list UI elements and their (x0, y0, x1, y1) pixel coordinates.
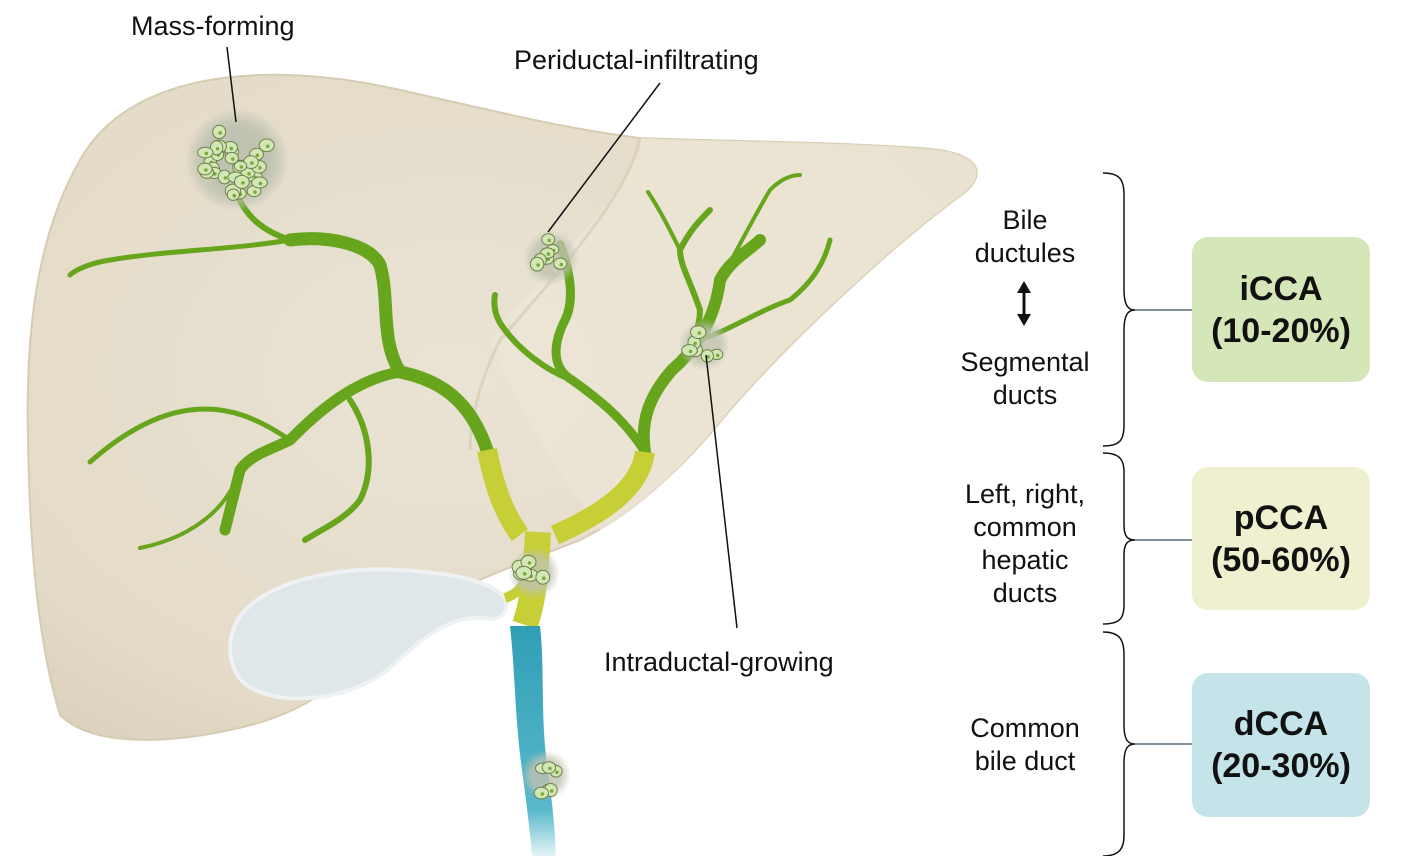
tumor-cell-nucleus (547, 252, 551, 256)
tumor-cell-nucleus (224, 176, 228, 180)
tumor-cell-nucleus (250, 161, 254, 165)
tumor-cell-nucleus (241, 181, 245, 185)
level-line: Segmental (940, 346, 1110, 379)
label-mass-forming: Mass-forming (131, 10, 295, 42)
level-segmental-ducts: Segmental ducts (940, 346, 1110, 412)
distal-duct (510, 626, 556, 856)
level-line: Common (940, 712, 1110, 745)
tumor-cell-nucleus (205, 152, 209, 156)
level-line: ducts (940, 379, 1110, 412)
tumor-cell-nucleus (233, 194, 237, 198)
category-percentage: (10-20%) (1211, 310, 1351, 352)
tumor-cell-nucleus (523, 572, 527, 576)
double-arrow-vertical-icon (1017, 281, 1031, 326)
category-box-pcca: pCCA (50-60%) (1192, 467, 1370, 610)
tumor-cell-nucleus (560, 263, 564, 267)
tumor-cell-nucleus (259, 182, 263, 186)
tumor-intraductal-cells (678, 319, 730, 371)
tumor-cell-nucleus (204, 168, 208, 172)
tumor-cell-nucleus (555, 771, 559, 775)
tumor-distal-cells (521, 750, 571, 800)
category-percentage: (20-30%) (1211, 745, 1351, 787)
tumor-cell-nucleus (550, 789, 554, 793)
tumor-cell-nucleus (216, 147, 220, 151)
tumor-mass-forming-cells (187, 110, 287, 210)
category-box-dcca: dCCA (20-30%) (1192, 673, 1370, 817)
tumor-cell-nucleus (536, 263, 540, 267)
tumor-cell-nucleus (218, 131, 222, 135)
tumor-cell-nucleus (240, 165, 244, 169)
tumor-cell-nucleus (231, 157, 235, 161)
tumor-periductal-cells (523, 230, 579, 286)
label-intraductal-growing: Intraductal-growing (604, 646, 834, 678)
level-line: hepatic (940, 544, 1110, 577)
tumor-cell-nucleus (247, 172, 251, 176)
level-bile-ductules: Bile ductules (940, 204, 1110, 270)
tumor-cell-nucleus (548, 767, 552, 771)
brace-connectors (1135, 310, 1192, 744)
category-percentage: (50-60%) (1211, 539, 1351, 581)
tumor-cell-nucleus (693, 342, 697, 346)
tumor-cell-nucleus (716, 354, 720, 358)
tumor-perihilar-cells (508, 547, 560, 599)
tumor-cell-nucleus (541, 792, 545, 796)
category-name: iCCA (1239, 268, 1322, 310)
level-line: ductules (940, 237, 1110, 270)
category-name: pCCA (1234, 497, 1328, 539)
tumor-cell-nucleus (528, 561, 532, 565)
level-common-bile-duct: Common bile duct (940, 712, 1110, 778)
category-name: dCCA (1234, 703, 1328, 745)
label-periductal-infiltrating: Periductal-infiltrating (514, 44, 759, 76)
tumor-cell-nucleus (698, 331, 702, 335)
tumor-cell-nucleus (253, 190, 257, 194)
level-line: common (940, 511, 1110, 544)
tumor-cell-nucleus (230, 147, 234, 151)
tumor-cell-nucleus (542, 576, 546, 580)
level-hepatic-ducts: Left, right, common hepatic ducts (940, 478, 1110, 610)
tumor-cell-nucleus (547, 239, 551, 243)
category-box-icca: iCCA (10-20%) (1192, 237, 1370, 382)
level-line: Left, right, (940, 478, 1110, 511)
tumor-cell-nucleus (258, 166, 262, 170)
tumor-cell-nucleus (256, 154, 260, 158)
liver (28, 75, 977, 740)
level-line: ducts (940, 577, 1110, 610)
level-line: Bile (940, 204, 1110, 237)
tumor-cell-nucleus (689, 350, 693, 354)
tumor-cell-nucleus (266, 145, 270, 149)
level-line: bile duct (940, 745, 1110, 778)
